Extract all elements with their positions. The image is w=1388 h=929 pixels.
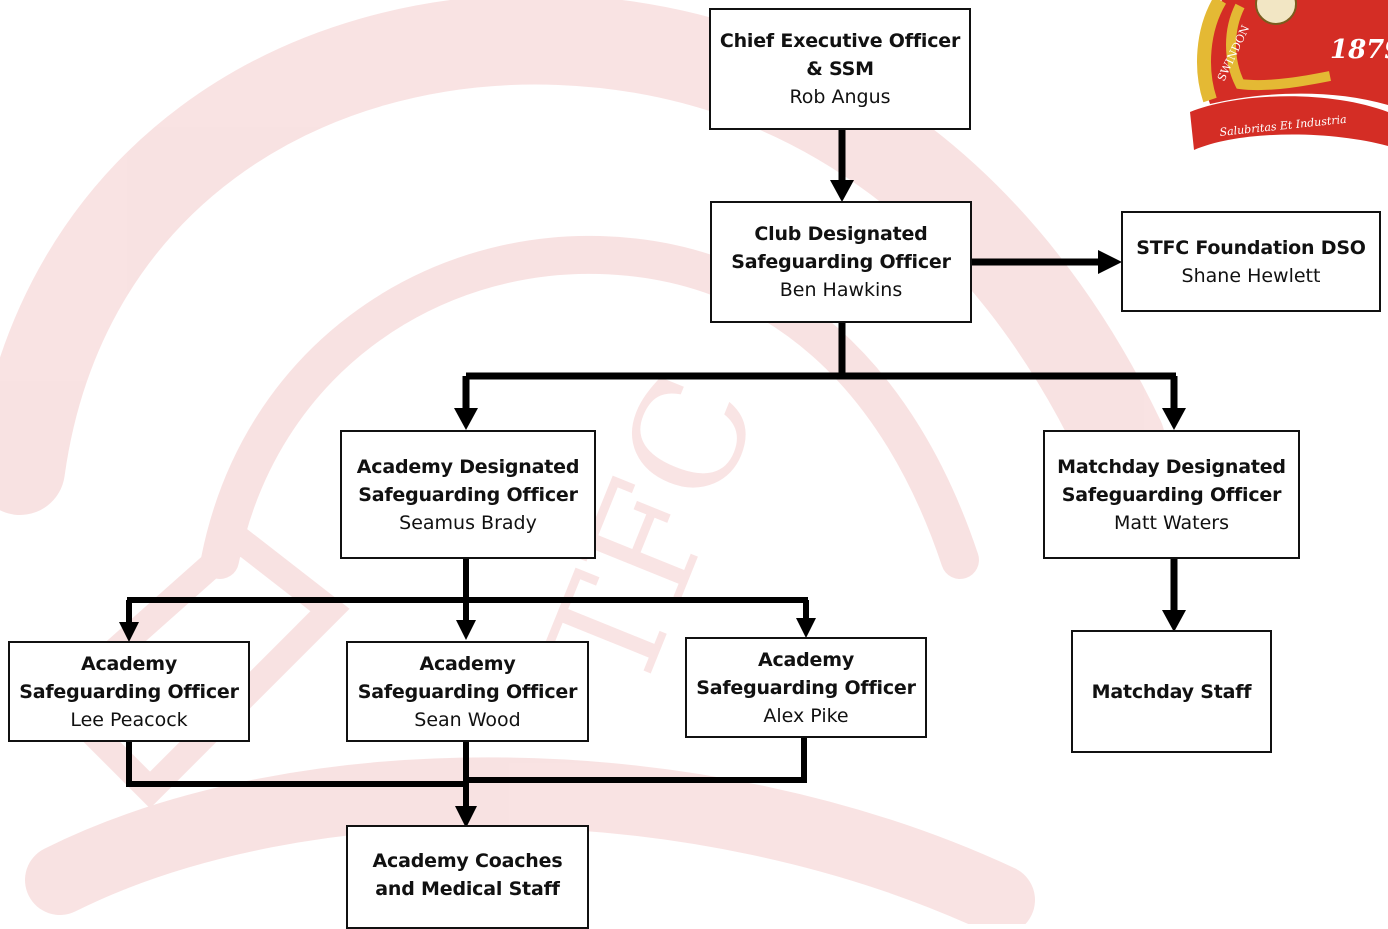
node-academy-safeguarding-officer-2: Academy Safeguarding Officer Sean Wood: [346, 641, 589, 742]
node-club-designated-safeguarding-officer: Club Designated Safeguarding Officer Ben…: [710, 201, 972, 323]
crest-shield: [1203, 0, 1388, 105]
node-person-name: Matt Waters: [1113, 511, 1230, 534]
node-person-name: Shane Hewlett: [1181, 264, 1321, 287]
node-title-line: Chief Executive Officer: [719, 30, 961, 52]
arrowhead-coaches: [455, 806, 477, 828]
line-aso-3-merge: [466, 737, 807, 783]
crest-gold-ring: [1226, 3, 1331, 91]
watermark-arc-outer: [0, 0, 1165, 515]
node-academy-designated-safeguarding-officer: Academy Designated Safeguarding Officer …: [340, 430, 596, 559]
node-title-line: Academy Coaches: [372, 850, 563, 872]
crest-year: 1879: [1330, 35, 1388, 65]
node-academy-safeguarding-officer-3: Academy Safeguarding Officer Alex Pike: [685, 637, 927, 738]
node-title-line: STFC Foundation DSO: [1136, 236, 1366, 259]
node-person-name: Alex Pike: [763, 704, 849, 727]
crest-football: [1255, 0, 1297, 25]
node-matchday-staff: Matchday Staff: [1071, 630, 1272, 753]
node-person-name: Lee Peacock: [70, 708, 188, 731]
node-title-line: Academy Designated: [356, 455, 580, 478]
node-person-name: Rob Angus: [789, 86, 891, 108]
node-academy-coaches-and-medical-staff: Academy Coaches and Medical Staff: [346, 825, 589, 929]
crest-gold-band: [1197, 0, 1227, 103]
arrowhead-aso-1: [119, 622, 139, 642]
node-title-line: and Medical Staff: [375, 878, 560, 900]
watermark-ribbon: [25, 757, 1035, 924]
arrowhead-club: [830, 180, 854, 202]
node-stfc-foundation-dso: STFC Foundation DSO Shane Hewlett: [1121, 211, 1381, 312]
node-person-name: Seamus Brady: [399, 511, 537, 534]
crest-banner: [1190, 96, 1388, 150]
node-title-line: Safeguarding Officer: [696, 676, 916, 699]
node-title-line: Safeguarding Officer: [357, 680, 578, 703]
node-title-line: Academy: [757, 648, 855, 671]
arrowhead-foundation: [1098, 250, 1122, 274]
line-aso-1-merge: [126, 741, 466, 787]
arrowhead-academy-dso: [454, 408, 478, 430]
node-person-name: Sean Wood: [414, 708, 521, 731]
node-title-line: Safeguarding Officer: [731, 251, 951, 273]
node-title-line: Safeguarding Officer: [19, 680, 239, 703]
node-chief-executive-officer: Chief Executive Officer & SSM Rob Angus: [709, 8, 971, 130]
watermark-shield: [41, 523, 350, 809]
arrowhead-matchday-staff: [1162, 610, 1186, 632]
node-title-line: Matchday Designated: [1057, 455, 1286, 478]
arrowhead-aso-2: [456, 620, 476, 640]
node-title-line: Safeguarding Officer: [358, 483, 578, 506]
arrowhead-matchday-dso: [1162, 408, 1186, 430]
node-title-line: Academy: [419, 652, 516, 675]
node-person-name: Ben Hawkins: [779, 279, 903, 301]
node-title-line: Club Designated: [754, 223, 928, 245]
arrowhead-aso-3: [796, 618, 816, 638]
club-crest-logo: 1879 SWINDON Salubritas Et Industria: [1190, 0, 1388, 150]
node-title-line: Matchday Staff: [1091, 680, 1252, 703]
node-matchday-designated-safeguarding-officer: Matchday Designated Safeguarding Officer…: [1043, 430, 1300, 559]
node-title-line: & SSM: [806, 58, 874, 80]
node-title-line: Safeguarding Officer: [1061, 483, 1282, 506]
node-title-line: Academy: [80, 652, 178, 675]
watermark-arc-inner: [201, 235, 979, 579]
node-academy-safeguarding-officer-1: Academy Safeguarding Officer Lee Peacock: [8, 641, 250, 742]
